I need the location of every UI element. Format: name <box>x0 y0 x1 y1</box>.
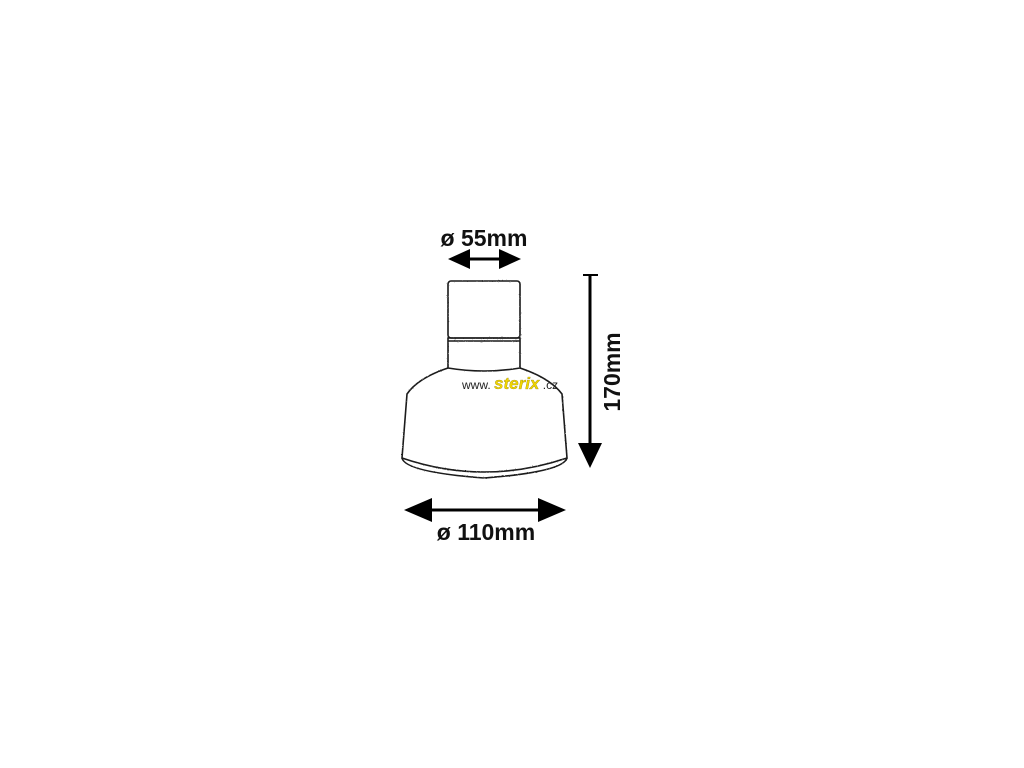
lamp-shade <box>401 367 568 473</box>
bottom-diameter-dimension: ø 110mm <box>404 498 566 545</box>
height-arrow-down-icon <box>578 443 602 468</box>
top-arrow-left-icon <box>448 249 470 269</box>
watermark-suffix: .cz <box>543 378 558 392</box>
bottom-diameter-label: ø 110mm <box>437 519 535 545</box>
lamp-top-cylinder <box>447 280 521 339</box>
watermark-brand: sterix <box>494 374 541 393</box>
top-diameter-dimension: ø 55mm <box>441 225 528 269</box>
lamp-outline <box>401 280 568 479</box>
height-dimension: 170mm <box>578 274 625 468</box>
lamp-shade-rim <box>401 457 568 479</box>
height-label: 170mm <box>599 332 625 411</box>
lamp-collar <box>447 337 521 372</box>
watermark-prefix: www. <box>461 378 491 392</box>
bottom-arrow-left-icon <box>404 498 432 522</box>
bottom-arrow-right-icon <box>538 498 566 522</box>
watermark: www. sterix .cz <box>461 374 558 393</box>
svg-text:www. sterix .cz: www. sterix .cz <box>461 374 558 393</box>
top-arrow-right-icon <box>499 249 521 269</box>
top-diameter-label: ø 55mm <box>441 225 528 251</box>
